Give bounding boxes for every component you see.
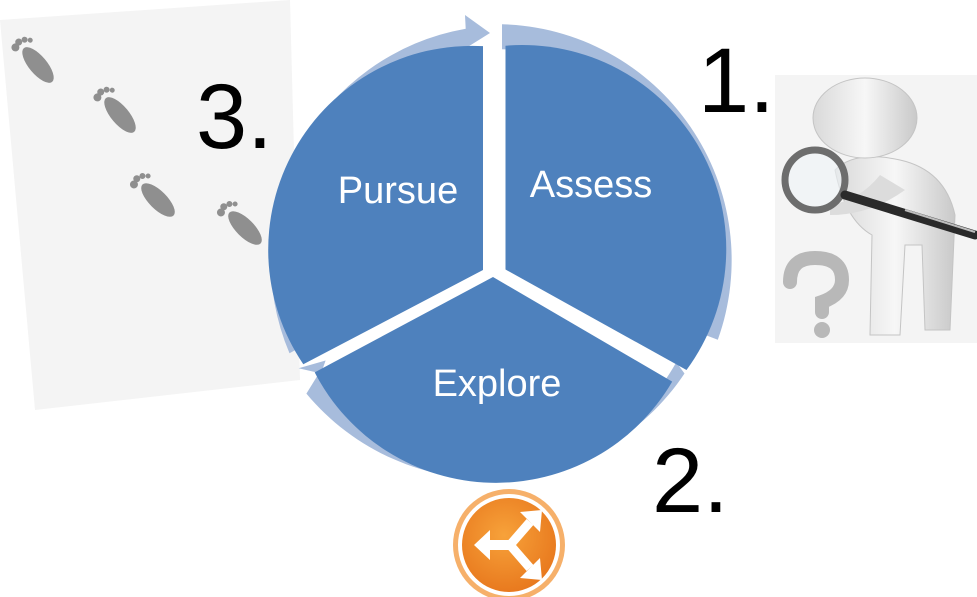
segment-label-explore: Explore xyxy=(433,363,562,405)
crossroads-badge xyxy=(453,489,565,597)
inspector-image xyxy=(775,75,977,343)
segment-assess xyxy=(505,45,727,371)
segment-label-assess: Assess xyxy=(530,164,652,206)
step-number-1: 1. xyxy=(698,30,775,132)
step-number-3: 3. xyxy=(196,66,273,168)
footprints-icon xyxy=(11,36,262,245)
segment-pursue xyxy=(268,45,483,365)
footprints-image xyxy=(0,0,300,410)
segment-label-pursue: Pursue xyxy=(338,170,458,212)
cycle-segments xyxy=(268,45,727,483)
magnifying-glass-figure-icon xyxy=(781,77,977,336)
step-number-2: 2. xyxy=(652,430,729,532)
crossroads-arrows-icon xyxy=(474,510,542,580)
segment-explore xyxy=(314,277,673,483)
question-mark-icon xyxy=(783,250,850,338)
